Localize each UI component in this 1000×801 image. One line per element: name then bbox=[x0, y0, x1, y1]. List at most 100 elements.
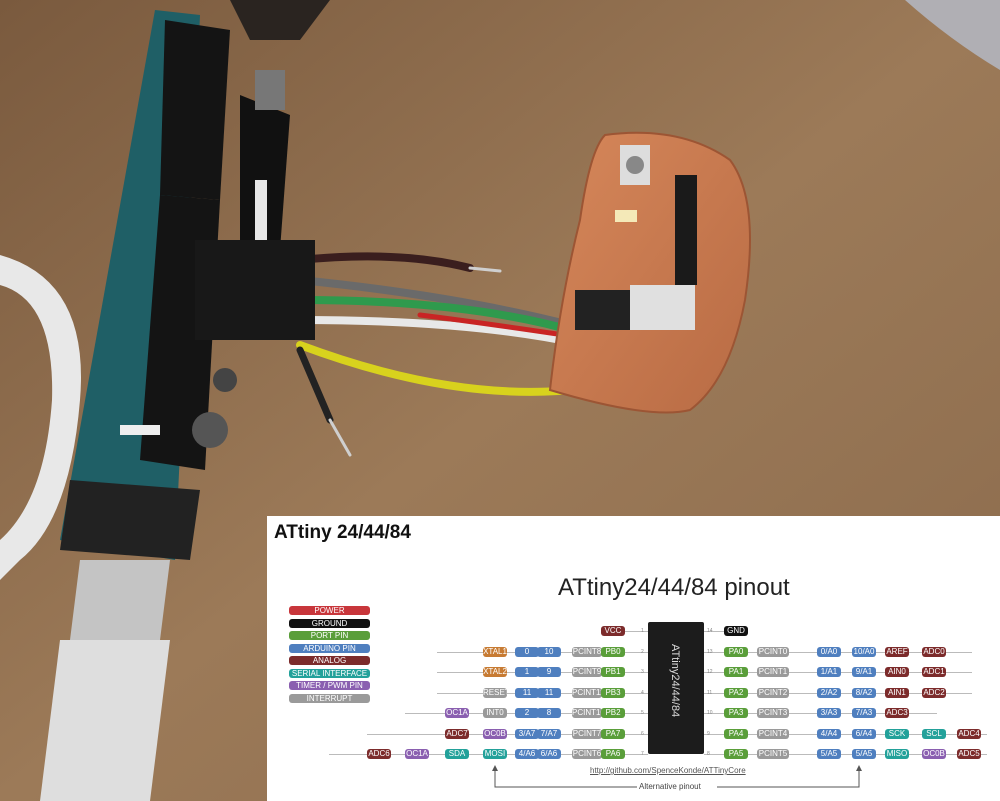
pin-label: XTAL2 bbox=[483, 667, 507, 677]
pin-label: ADC4 bbox=[957, 728, 981, 739]
pin-label: 9/A1 bbox=[852, 667, 876, 677]
header-pins bbox=[255, 70, 285, 240]
pin-label: PCINT4 bbox=[757, 728, 789, 739]
legend-item: ARDUINO PIN bbox=[289, 643, 370, 653]
github-link[interactable]: http://github.com/SpenceKonde/ATTinyCore bbox=[590, 766, 746, 775]
pin-label: 7/A3 bbox=[852, 708, 876, 718]
pin-label: GND bbox=[724, 626, 748, 636]
pin-number: 7 bbox=[641, 751, 644, 757]
pin-number: 4 bbox=[641, 689, 644, 696]
pin-line bbox=[704, 754, 987, 755]
pin-label: MISO bbox=[885, 749, 909, 759]
pin-label: 7/A7 bbox=[537, 728, 561, 739]
usb-cable bbox=[0, 255, 81, 580]
pin-line bbox=[704, 733, 987, 735]
chip-label-wrap: ATtiny24/44/84 bbox=[669, 624, 683, 752]
pin-number: 1 bbox=[641, 628, 644, 634]
pin-label: XTAL1 bbox=[483, 646, 507, 657]
pin-label: PA1 bbox=[724, 667, 748, 677]
pin-label: PCINT0 bbox=[757, 646, 789, 657]
chip-label: ATtiny24/44/84 bbox=[669, 644, 681, 718]
pin-label: PA0 bbox=[724, 646, 748, 657]
pin-label: PA2 bbox=[724, 687, 748, 698]
pin-label: OC0B bbox=[483, 728, 507, 739]
pin-label: 3/A3 bbox=[817, 708, 841, 718]
pin-label: PCINT6 bbox=[572, 749, 602, 759]
panel-title: ATtiny 24/44/84 bbox=[274, 522, 411, 543]
legend-item: PORT PIN bbox=[289, 631, 370, 640]
pin-label: 11 bbox=[515, 687, 539, 698]
pin-label: PCINT8 bbox=[572, 646, 602, 657]
pin-label: ADC6 bbox=[367, 749, 391, 759]
attiny-pinout-panel: ATtiny 24/44/84 ATtiny24/44/84 pinout PO… bbox=[267, 516, 1000, 801]
pin-label: PA3 bbox=[724, 708, 748, 718]
legend-item: POWER bbox=[289, 606, 370, 615]
pin-label: PCINT9 bbox=[572, 667, 602, 677]
pin-number: 11 bbox=[707, 689, 713, 696]
pin-number: 3 bbox=[641, 669, 644, 675]
pin-label: AIN0 bbox=[885, 667, 909, 677]
pin-label: AIN1 bbox=[885, 687, 909, 698]
pin-label: 1/A1 bbox=[817, 667, 841, 677]
pin-label: PA5 bbox=[724, 749, 748, 759]
pin-label: ADC5 bbox=[957, 749, 981, 759]
pin-label: PA6 bbox=[601, 749, 625, 759]
pin-label: ADC2 bbox=[922, 687, 946, 698]
pin-label: VCC bbox=[601, 626, 625, 636]
legend-item: ANALOG bbox=[289, 656, 370, 665]
pin-label: PB3 bbox=[601, 687, 625, 698]
pin-label: PCINT5 bbox=[757, 749, 789, 759]
pin-label: 5/A5 bbox=[817, 749, 841, 759]
chip-body bbox=[648, 622, 704, 754]
pin-label: OC1A bbox=[405, 749, 429, 759]
pin-label: PB0 bbox=[601, 646, 625, 657]
pin-number: 12 bbox=[707, 669, 713, 675]
pin-label: PA7 bbox=[601, 728, 625, 739]
pin-number: 13 bbox=[707, 648, 713, 655]
legend-item: GROUND bbox=[289, 618, 370, 628]
pin-label: SDA bbox=[445, 749, 469, 759]
pin-label: PCINT3 bbox=[757, 708, 789, 718]
pin-label: OC1A bbox=[445, 708, 469, 718]
alternative-pinout-label: Alternative pinout bbox=[639, 782, 701, 791]
pin-label: ADC7 bbox=[445, 728, 469, 739]
pin-label: 4/A6 bbox=[515, 749, 539, 759]
pin-number: 8 bbox=[707, 751, 710, 757]
pin-number: 5 bbox=[641, 710, 644, 716]
pcb-board bbox=[548, 131, 751, 414]
pin-label: ADC3 bbox=[885, 708, 909, 718]
pin-label: 4/A4 bbox=[817, 728, 841, 739]
pin-label: 0 bbox=[515, 646, 539, 657]
black-object bbox=[230, 0, 330, 40]
alternative-pinout-bracket bbox=[492, 765, 862, 788]
pin-label: PCINT11 bbox=[572, 687, 602, 698]
pinout-title: ATtiny24/44/84 pinout bbox=[558, 574, 790, 601]
pin-label: 10 bbox=[537, 646, 561, 657]
legend-item: INTERRUPT bbox=[289, 693, 370, 703]
pin-label: 10/A0 bbox=[852, 646, 876, 657]
pin-label: ADC0 bbox=[922, 646, 946, 657]
pin-label: RESET bbox=[483, 687, 507, 698]
pin-label: 6/A4 bbox=[852, 728, 876, 739]
pin-label: 11 bbox=[537, 687, 561, 698]
pin-label: PCINT1 bbox=[757, 667, 789, 677]
pin-label: 2 bbox=[515, 708, 539, 718]
legend-item: TIMER / PWM PIN bbox=[289, 681, 370, 690]
pin-label: 5/A5 bbox=[852, 749, 876, 759]
pin-label: ADC1 bbox=[922, 667, 946, 677]
pin-label: OC0B bbox=[922, 749, 946, 759]
pin-label: PB1 bbox=[601, 667, 625, 677]
pin-number: 10 bbox=[707, 710, 713, 716]
pin-number: 14 bbox=[707, 628, 713, 634]
pin-label: 1 bbox=[515, 667, 539, 677]
legend-item: SERIAL INTERFACE bbox=[289, 668, 370, 678]
pin-label: 8 bbox=[537, 708, 561, 718]
pin-number: 9 bbox=[707, 730, 710, 737]
pin-label: 9 bbox=[537, 667, 561, 677]
pin-label: PB2 bbox=[601, 708, 625, 718]
pin-label: INT0 bbox=[483, 708, 507, 718]
pin-number: 2 bbox=[641, 648, 644, 655]
connector-housing bbox=[195, 240, 315, 340]
pin-number: 6 bbox=[641, 730, 644, 737]
pin-label: 0/A0 bbox=[817, 646, 841, 657]
